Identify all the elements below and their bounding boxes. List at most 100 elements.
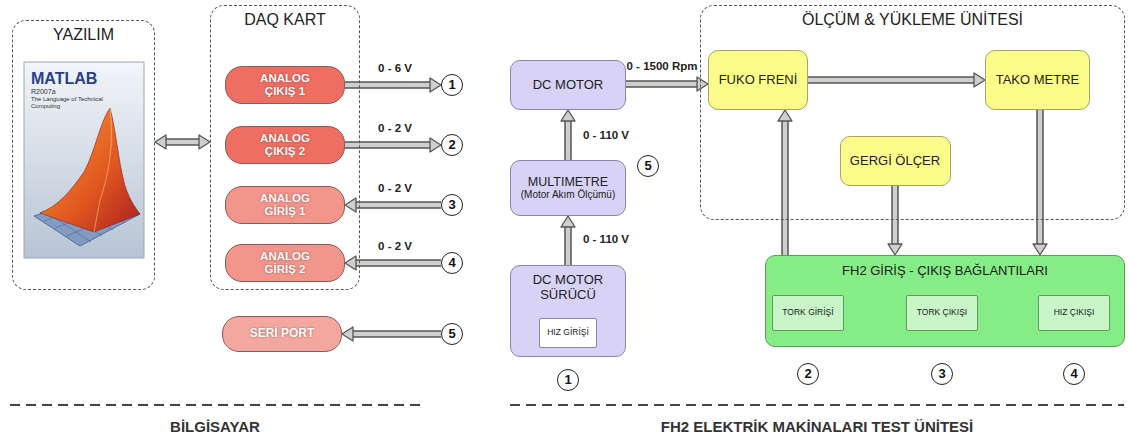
arrow-shaft-fill (626, 82, 699, 87)
terminal-box: HIZ ÇIKIŞI (1038, 295, 1110, 331)
port-pill: ANALOG ÇIKIŞ 1 (225, 66, 345, 104)
arrow-group (561, 216, 575, 265)
node-text: DC MOTOR SÜRÜCÜ (522, 273, 614, 303)
node-text: ANALOG ÇIKIŞ 1 (249, 72, 321, 98)
callout-number: 4 (441, 252, 463, 274)
arrow-shaft-fill (354, 261, 441, 266)
callout-number: 1 (557, 369, 579, 391)
arrow-head (778, 110, 792, 121)
port-pill: ANALOG GİRİŞ 2 (225, 244, 345, 282)
arrow-shaft-fill (351, 332, 441, 337)
arrow-group (561, 110, 575, 160)
arrow-shaft-fill (566, 119, 571, 160)
arrow-connector (164, 138, 201, 146)
arrow-connector (1036, 110, 1044, 246)
node-text: ANALOG GİRİŞ 1 (249, 192, 321, 218)
signal-range-label: 0 - 1500 Rpm (626, 60, 699, 73)
arrow-head (974, 73, 985, 87)
arrow-head (888, 244, 902, 255)
arrow-connector (564, 225, 572, 265)
node-text: TORK ÇIKIŞI (917, 308, 967, 318)
arrow-connector (345, 141, 432, 149)
group-frame: DAQ KART ANALOG ÇIKIŞ 1 ANALOG ÇIKIŞ 2 ANAL… (210, 5, 360, 290)
node-text: 2 (804, 367, 811, 382)
arrow-shaft-fill (808, 78, 976, 83)
arrow-group (626, 77, 708, 91)
node-text: TAKO METRE (996, 73, 1080, 88)
arrow-connector (891, 186, 899, 246)
node-text: 4 (1070, 367, 1077, 382)
node-text: 5 (644, 159, 651, 174)
section-label: FH2 ELEKTRİK MAKİNALARI TEST ÜNİTESİ (661, 418, 974, 435)
arrow-connector (345, 81, 432, 89)
input-port-box: HIZ GİRİŞİ (539, 318, 597, 348)
arrow-group (342, 327, 441, 341)
callout-number: 5 (441, 323, 463, 345)
callout-number: 5 (637, 155, 659, 177)
callout-number: 2 (797, 363, 819, 385)
signal-range-label: 0 - 2 V (377, 122, 413, 135)
node-text: 5 (448, 327, 455, 342)
arrow-head (430, 78, 441, 92)
arrow-head (561, 110, 575, 121)
arrow-head (697, 77, 708, 91)
arrow-head (199, 135, 210, 149)
section-divider (10, 404, 420, 406)
node-text: 1 (448, 78, 455, 93)
node-text: 4 (448, 256, 455, 271)
unit-box: TAKO METRE (985, 50, 1090, 110)
arrow-group (808, 73, 985, 87)
node-text: R2007a (31, 88, 56, 96)
arrow-group (888, 186, 902, 255)
node-text: HIZ ÇIKIŞI (1054, 308, 1095, 318)
node-text: YAZILIM (53, 26, 114, 44)
node-text: The Language of Technical Computing (31, 96, 131, 110)
unit-box: FUKO FRENİ (708, 50, 808, 110)
port-pill: SERİ PORT (222, 316, 342, 352)
arrow-connector (626, 80, 699, 88)
node-text: DAQ KART (244, 11, 326, 29)
arrow-head (342, 327, 353, 341)
process-box: DC MOTOR SÜRÜCÜ HIZ GİRİŞİ (510, 265, 626, 357)
arrow-group (155, 135, 210, 149)
arrow-head (430, 138, 441, 152)
terminal-box: TORK GİRİŞİ (772, 295, 844, 331)
matlab-logo-picture (24, 62, 144, 258)
connection-panel: FH2 GİRİŞ - ÇIKIŞ BAĞLANTILARI TORK GİRİŞ… (765, 255, 1125, 347)
callout-number: 1 (441, 74, 463, 96)
node-text: FUKO FRENİ (719, 73, 798, 88)
node-text: ANALOG ÇIKIŞ 2 (249, 132, 321, 158)
arrow-shaft-fill (1038, 110, 1043, 246)
arrow-connector (781, 119, 789, 255)
arrow-connector (354, 201, 441, 209)
callout-number: 4 (1063, 363, 1085, 385)
node-text: (Motor Akım Ölçümü) (521, 189, 615, 201)
arrow-head (155, 135, 166, 149)
signal-range-label: 0 - 2 V (377, 240, 413, 253)
arrow-group (778, 110, 792, 255)
arrow-head (345, 198, 356, 212)
process-box: MULTIMETRE(Motor Akım Ölçümü) (510, 160, 626, 216)
signal-range-label: 0 - 6 V (377, 62, 413, 75)
port-pill: ANALOG GİRİŞ 1 (225, 186, 345, 224)
signal-range-label: 0 - 110 V (582, 129, 630, 142)
node-text: FH2 GİRİŞ - ÇIKIŞ BAĞLANTILARI (842, 264, 1048, 279)
node-text: ANALOG GİRİŞ 2 (249, 250, 321, 276)
arrow-head (345, 256, 356, 270)
arrow-head (561, 216, 575, 227)
arrow-shaft-fill (783, 119, 788, 255)
port-pill: ANALOG ÇIKIŞ 2 (225, 126, 345, 164)
arrow-group (1033, 110, 1047, 255)
node-text: 1 (564, 373, 571, 388)
arrow-connector (564, 119, 572, 160)
group-frame: YAZILIMMATLABR2007aThe Language of Techn… (12, 20, 155, 290)
node-text: ÖLÇÜM & YÜKLEME ÜNİTESİ (802, 11, 1023, 29)
arrow-shaft-fill (164, 140, 201, 145)
node-text: TORK GİRİŞİ (782, 308, 833, 318)
node-text: 3 (938, 367, 945, 382)
callout-number: 3 (441, 194, 463, 216)
section-divider (510, 404, 1124, 406)
arrow-shaft-fill (893, 186, 898, 246)
signal-range-label: 0 - 110 V (582, 233, 630, 246)
arrow-shaft-fill (566, 225, 571, 265)
